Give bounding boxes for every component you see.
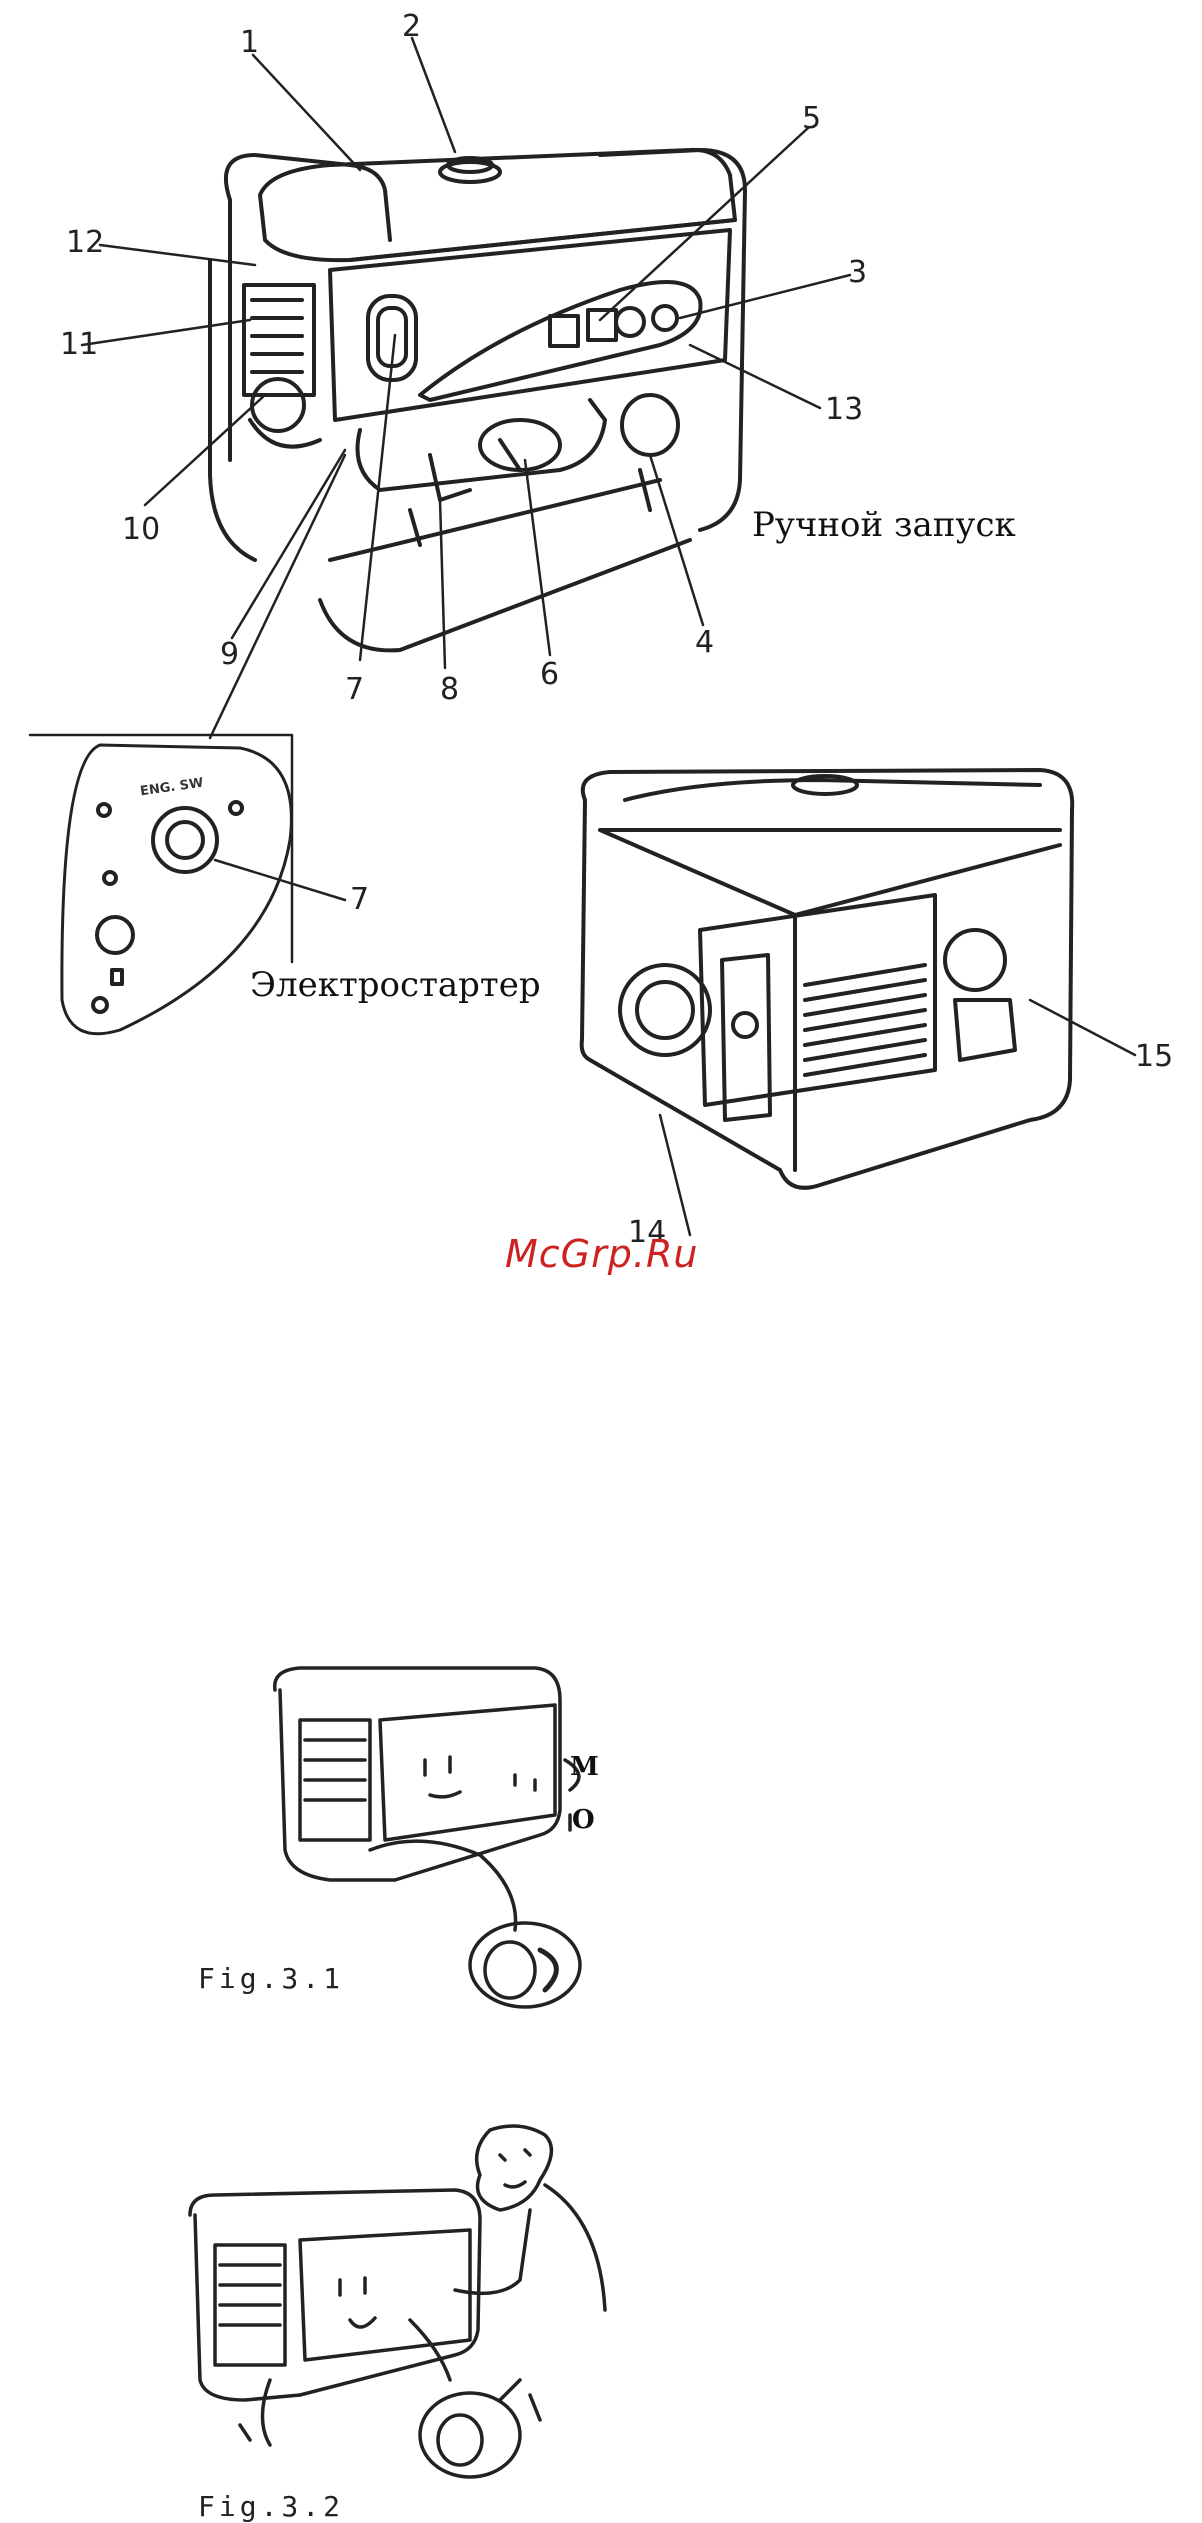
watermark-text: McGrp.Ru xyxy=(505,1232,698,1276)
generator-rear-drawing xyxy=(582,770,1135,1235)
generator-front-drawing xyxy=(82,38,850,668)
electric-start-inset xyxy=(30,455,345,1034)
callout-3: 3 xyxy=(848,258,867,288)
callout-4: 4 xyxy=(695,628,714,658)
callout-7-inset: 7 xyxy=(350,885,369,915)
callout-13: 13 xyxy=(825,395,863,425)
fig31-label-o: O xyxy=(572,1805,595,1835)
callout-10: 10 xyxy=(122,515,160,545)
callout-12: 12 xyxy=(66,228,104,258)
callout-2: 2 xyxy=(402,12,421,42)
callout-15: 15 xyxy=(1135,1042,1173,1072)
manual-start-caption: Ручной запуск xyxy=(752,508,1016,542)
electric-start-caption: Электростартер xyxy=(250,968,541,1002)
fig-3-1-caption: Fig.3.1 xyxy=(198,1962,344,1995)
fig-3-1-drawing xyxy=(275,1668,580,2007)
callout-1: 1 xyxy=(240,28,259,58)
callout-5: 5 xyxy=(802,104,821,134)
fig31-label-m: M xyxy=(570,1752,599,1782)
callout-7: 7 xyxy=(345,675,364,705)
callout-11: 11 xyxy=(60,330,98,360)
fig-3-2-drawing xyxy=(190,2126,605,2477)
callout-8: 8 xyxy=(440,675,459,705)
callout-9: 9 xyxy=(220,640,239,670)
callout-6: 6 xyxy=(540,660,559,690)
fig-3-2-caption: Fig.3.2 xyxy=(198,2490,344,2523)
